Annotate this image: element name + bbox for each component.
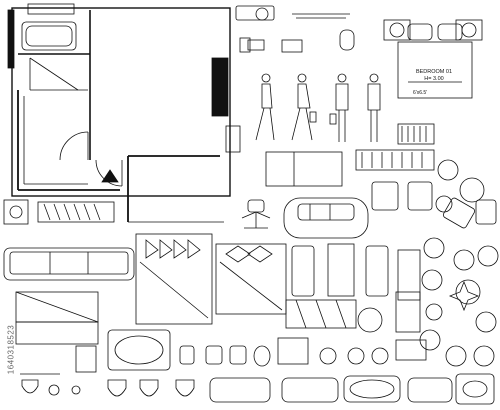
- armchair: [407, 181, 433, 211]
- plant-top-view: [453, 249, 475, 271]
- toilet: [229, 345, 247, 365]
- plant-top-view: [475, 311, 497, 333]
- shelving: [397, 249, 421, 301]
- bathtub: [281, 377, 339, 403]
- lounge-chair: [442, 197, 476, 229]
- plant-top-view: [425, 303, 443, 321]
- plant-top-view: [477, 245, 499, 267]
- plant-top-view: [445, 345, 467, 367]
- round-table: [459, 177, 485, 203]
- toilet-elevation: [175, 379, 195, 397]
- sink-counter: [235, 5, 275, 21]
- top-strip: [235, 5, 355, 53]
- toilet-top: [339, 29, 355, 51]
- bed-double: [215, 243, 287, 315]
- pillow: [407, 23, 433, 41]
- toilet-bowl: [253, 345, 271, 367]
- chair-small: [247, 39, 265, 51]
- stock-watermark-id: 1640318523: [5, 292, 17, 407]
- double-bed: [397, 41, 473, 99]
- door-swing: [95, 159, 123, 187]
- lounge-chairs-row: [285, 243, 421, 333]
- round-basin: [319, 347, 337, 365]
- stair-arrow: [101, 169, 119, 183]
- plants: [357, 237, 499, 367]
- bookshelf: [355, 149, 435, 171]
- washbasin-counter: [455, 373, 495, 405]
- sofa-three-seater: [283, 197, 369, 239]
- bed-dimension: 6'x6.5': [413, 90, 428, 96]
- person-walking: [255, 73, 275, 141]
- jacuzzi: [107, 329, 171, 371]
- sun-lounger: [365, 245, 389, 297]
- chair-small: [281, 39, 303, 53]
- bathtub-plan: [21, 21, 77, 51]
- bed-single: [135, 233, 213, 325]
- tv-console: [37, 201, 115, 223]
- toilet-elevation: [107, 379, 127, 397]
- furniture-left-row: [3, 197, 369, 239]
- piano-keys: [397, 123, 435, 145]
- plant-top-view: [423, 237, 445, 259]
- sink-vanity: [277, 337, 309, 365]
- floor-lamp: [3, 199, 29, 225]
- plant-top-view: [473, 345, 495, 367]
- bathtub: [209, 377, 271, 403]
- person-standing: [329, 73, 349, 142]
- bedroom-label: BEDROOM 01 H= 3.00: [405, 69, 463, 83]
- living-set: [3, 233, 287, 345]
- armchair: [371, 181, 399, 211]
- round-basin: [371, 347, 389, 365]
- round-basin: [347, 347, 365, 365]
- bedroom-set: [383, 19, 483, 99]
- bedroom-height: H= 3.00: [424, 76, 444, 82]
- watermark-id-text: 1640318523: [6, 324, 16, 375]
- tap-icon: [48, 384, 60, 396]
- plant-top-view: [421, 269, 443, 291]
- shower-tray: [75, 345, 97, 373]
- sun-lounger: [291, 245, 315, 297]
- toilet-elevation: [139, 379, 159, 397]
- pillow: [437, 23, 463, 41]
- bidet: [179, 345, 195, 365]
- long-sofa: [3, 247, 135, 281]
- chair: [475, 199, 497, 225]
- floor-plan-outline: [11, 7, 231, 197]
- person-with-bag: [291, 73, 317, 141]
- shelving: [395, 291, 421, 333]
- people-figures: [255, 73, 381, 142]
- wall-block-left: [7, 9, 15, 69]
- bathroom-fixtures: [20, 329, 495, 405]
- washbasin-elevation: [21, 379, 39, 394]
- toilet: [205, 345, 223, 365]
- round-table: [437, 159, 459, 181]
- wall-niche: [225, 125, 241, 153]
- floor-plan: [7, 3, 251, 223]
- furniture-mid: [265, 123, 497, 229]
- bathtub: [343, 375, 401, 403]
- bathtub: [407, 377, 453, 403]
- nightstand-right: [455, 19, 483, 41]
- l-desk: [265, 151, 343, 187]
- door-swing: [59, 131, 89, 161]
- bedroom-name: BEDROOM 01: [415, 69, 453, 75]
- window-top: [27, 3, 75, 15]
- palm-top-view: [448, 280, 480, 312]
- plant-top-view: [357, 307, 383, 333]
- office-chair: [241, 199, 271, 229]
- dining-bench: [285, 299, 357, 329]
- window-block-right: [211, 57, 229, 117]
- person-reading: [367, 73, 381, 142]
- cabinet: [395, 339, 427, 361]
- coffee-table: [15, 321, 99, 345]
- wardrobe-front: [327, 243, 355, 297]
- plant-top-view: [455, 279, 481, 305]
- nightstand-left: [383, 19, 411, 41]
